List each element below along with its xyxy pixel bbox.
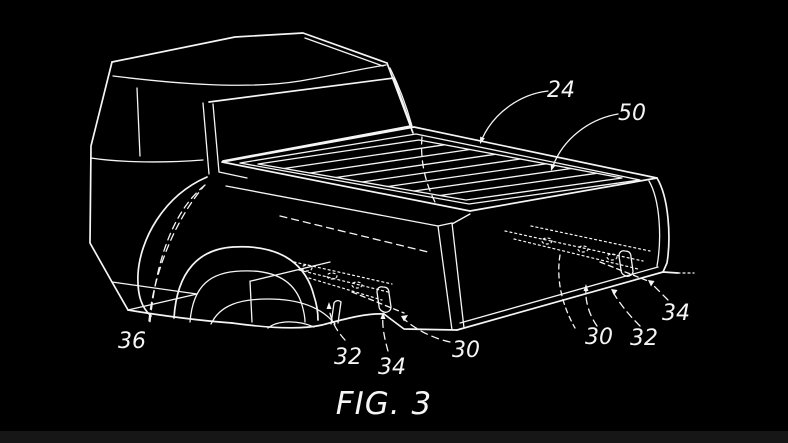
bed-cover-slats	[221, 126, 658, 212]
rear-fender-wheel	[111, 176, 336, 329]
truck-cab-outline	[89, 32, 414, 311]
ref-label-30-left: 30	[452, 338, 480, 363]
ref-label-32-left: 32	[334, 345, 362, 370]
arrowhead-24	[480, 136, 485, 144]
ref-label-32-right: 32	[630, 326, 658, 351]
letterbox-strip	[0, 431, 788, 443]
hidden-components-right	[504, 225, 651, 329]
ref-label-36: 36	[118, 329, 146, 354]
arrowhead-34-left	[380, 312, 386, 319]
arrowhead-50	[550, 163, 556, 171]
arrowhead-32-left	[326, 302, 332, 309]
ref-label-30-right: 30	[585, 325, 613, 350]
bed-side-and-rear	[127, 177, 695, 331]
hidden-components-left	[293, 261, 405, 325]
reference-numerals: 24 50 36 32 34 30 30 32 34	[118, 78, 690, 380]
hidden-cylinder-left	[376, 286, 392, 313]
leader-lines	[148, 90, 669, 352]
ref-label-24: 24	[547, 78, 575, 103]
arrowhead-30-left	[401, 315, 408, 322]
hidden-cylinder-right	[618, 250, 634, 277]
ref-label-34-right: 34	[662, 301, 690, 326]
arrowhead-34-right	[648, 280, 655, 287]
figure-caption: FIG. 3	[336, 386, 432, 422]
arrowhead-32-right	[611, 289, 618, 296]
arrowhead-30-right	[583, 284, 589, 291]
ref-label-50: 50	[618, 101, 646, 126]
ref-label-34-left: 34	[378, 355, 406, 380]
